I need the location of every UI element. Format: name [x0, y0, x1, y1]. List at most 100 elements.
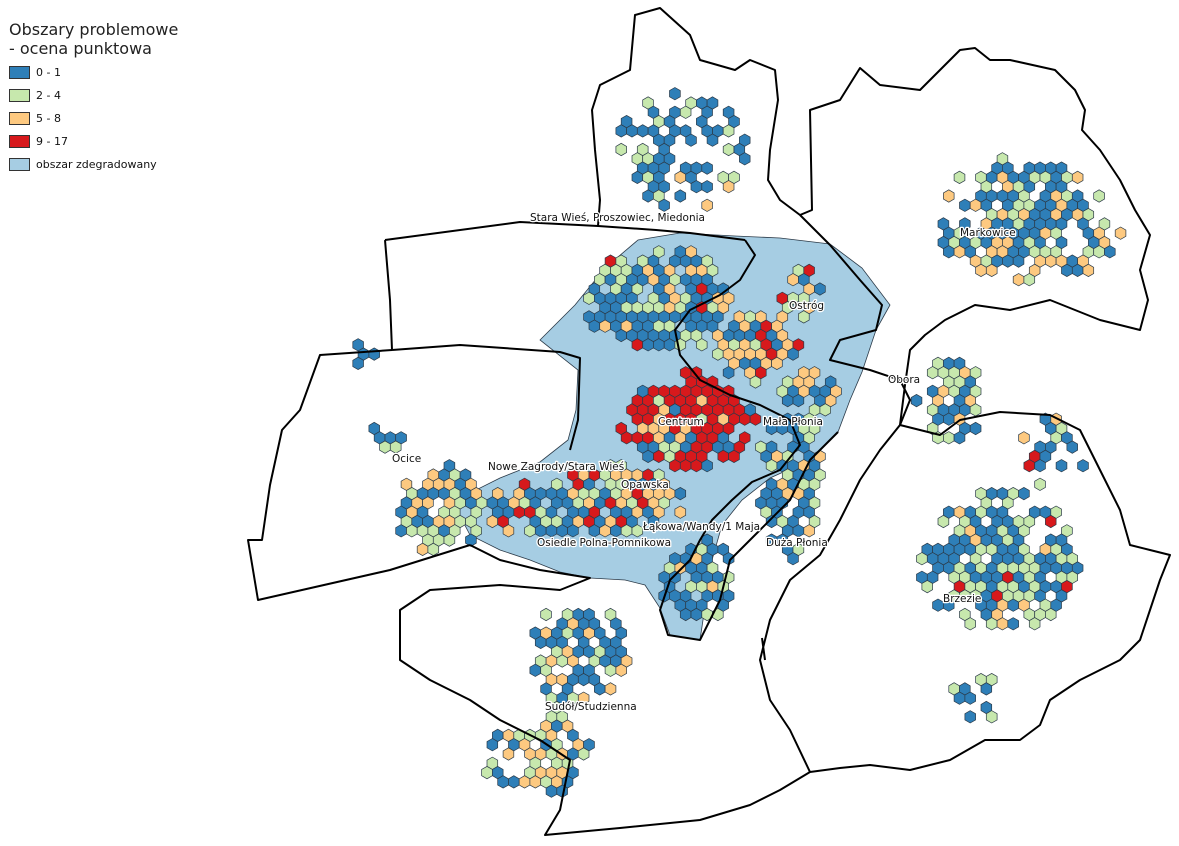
hex-cell: [529, 663, 542, 677]
hex-cell: [1077, 459, 1089, 473]
hex-cell: [787, 273, 799, 287]
hex-cell: [502, 524, 515, 538]
hex-cell: [1045, 607, 1057, 622]
boundary-north: [384, 7, 831, 351]
district-label-lakowa: Łąkowa/Wandy/1 Maja: [642, 521, 760, 533]
hex-cell: [690, 607, 703, 622]
legend-label-degraded: obszar zdegradowany: [36, 157, 157, 171]
legend-swatch-5-8: [9, 111, 30, 125]
district-label-sudol: Sudół/Studzienna: [545, 701, 637, 713]
hex-cell: [502, 747, 515, 761]
hex-cell: [497, 775, 509, 789]
district-label-centrum: Centrum: [658, 416, 704, 428]
hex-cell: [959, 198, 971, 212]
hex-cell: [932, 598, 944, 612]
hex-cell: [910, 393, 923, 408]
hex-cell: [690, 180, 703, 194]
hex-cell: [615, 142, 627, 157]
hex-cell: [1012, 254, 1025, 268]
legend-title-line1: Obszary problemowe: [9, 20, 179, 39]
hex-cell: [556, 524, 568, 538]
hex-cell: [674, 189, 687, 203]
hex-cell: [631, 170, 644, 185]
hex-cell: [1007, 598, 1019, 612]
hex-cell: [567, 524, 579, 538]
hex-cell: [1012, 273, 1025, 287]
hex-cell: [674, 486, 687, 501]
hex-cell: [395, 524, 407, 538]
hex-cell: [577, 747, 590, 761]
hex-cell: [556, 654, 568, 668]
hex-cell: [594, 682, 606, 696]
hex-cell: [943, 245, 955, 259]
district-boundaries: [247, 7, 1171, 836]
hex-cell: [427, 542, 440, 557]
hex-cell: [577, 672, 590, 687]
hex-cell: [642, 189, 654, 203]
hex-cell: [728, 449, 740, 464]
boundary-river: [659, 239, 839, 641]
hex-cell: [1007, 617, 1019, 631]
legend-item-0-1: 0 - 1: [9, 62, 209, 82]
hex-cell: [1002, 254, 1014, 268]
hex-cell: [771, 356, 783, 371]
hex-cell: [717, 449, 729, 464]
hex-cell: [1045, 514, 1057, 529]
hex-cell: [599, 319, 611, 333]
hex-cell: [1114, 226, 1127, 240]
hex-cell: [508, 775, 520, 789]
hex-cell: [926, 366, 939, 380]
hex-cell: [722, 180, 735, 194]
hex-cell: [953, 431, 966, 445]
hex-cell: [679, 105, 692, 119]
hex-cell: [712, 347, 724, 361]
boundary-south: [399, 544, 811, 836]
legend-item-9-17: 9 - 17: [9, 131, 209, 151]
hex-cell: [1034, 477, 1046, 491]
hex-cell: [1023, 273, 1036, 287]
hex-cell: [1023, 459, 1036, 473]
legend-item-5-8: 5 - 8: [9, 108, 209, 128]
hex-cell: [1071, 263, 1084, 278]
hex-cell: [722, 142, 735, 157]
hex-cell: [803, 524, 815, 538]
hex-cell: [518, 775, 531, 789]
district-label-stara-wies: Stara Wieś, Proszowiec, Miedonia: [530, 212, 705, 224]
hex-cell: [722, 366, 735, 380]
hex-cell: [792, 393, 805, 408]
legend-item-degraded: obszar zdegradowany: [9, 154, 209, 174]
hex-cell: [636, 124, 649, 138]
hex-cell: [814, 282, 826, 296]
district-label-nowe-zagrody: Nowe Zagrody/Stara Wieś: [488, 461, 624, 473]
hex-cell: [534, 635, 547, 650]
hex-cell: [739, 152, 751, 166]
boundary-west-inner: [391, 344, 581, 451]
hex-cell: [1045, 254, 1057, 268]
hex-cell: [975, 263, 987, 278]
legend-label-0-1: 0 - 1: [36, 65, 61, 79]
hex-cell: [985, 263, 998, 278]
hex-cell: [524, 524, 536, 538]
hex-cell: [953, 245, 966, 259]
hex-cell: [615, 328, 627, 343]
hex-cell: [620, 431, 633, 445]
hex-cell: [513, 505, 525, 519]
hex-cell: [647, 514, 660, 529]
hex-cell: [669, 87, 681, 101]
hex-cell: [534, 524, 547, 538]
hex-cell: [701, 459, 713, 473]
hex-cell: [588, 319, 601, 333]
hex-cell: [739, 412, 751, 426]
hex-cell: [545, 524, 558, 538]
hex-cell: [540, 607, 552, 622]
hex-cell: [620, 524, 633, 538]
hex-cell: [486, 738, 499, 752]
hex-cell: [1082, 263, 1095, 278]
hex-cell: [1061, 263, 1073, 278]
hex-cell: [980, 682, 993, 696]
hex-cell: [749, 375, 762, 389]
hex-cell: [722, 552, 735, 566]
hex-cell: [701, 198, 713, 212]
district-label-ostrog: Ostróg: [789, 300, 824, 312]
hex-cell: [642, 338, 654, 352]
